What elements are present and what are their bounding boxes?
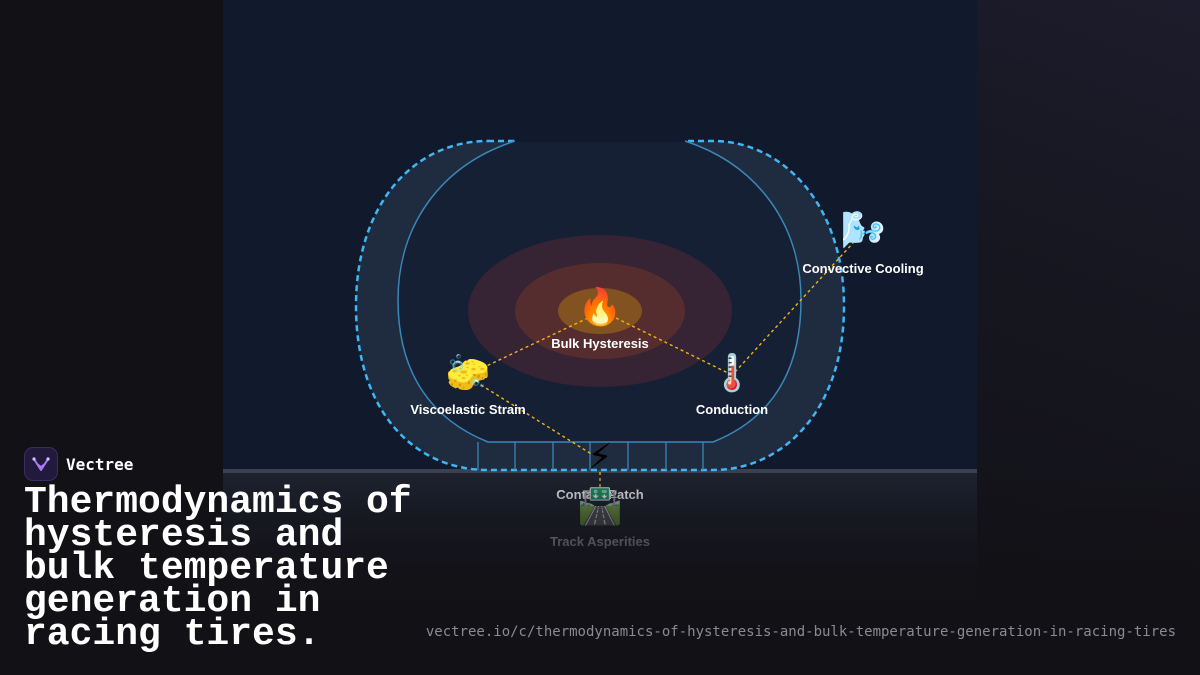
heat-zone-core bbox=[558, 288, 642, 334]
edge-bulk-strain bbox=[477, 317, 589, 371]
lightning-icon: ⚡ bbox=[587, 437, 613, 478]
node-label-bulk-hysteresis: Bulk Hysteresis bbox=[551, 336, 649, 351]
node-label-conduction: Conduction bbox=[695, 402, 769, 417]
edge-bulk-conduction bbox=[615, 317, 729, 374]
sponge-icon: 🧽 bbox=[445, 353, 491, 394]
thermometer-icon: 🌡️ bbox=[709, 353, 755, 394]
wind-icon: 🌬️ bbox=[840, 210, 886, 251]
brand-name: Vectree bbox=[66, 454, 134, 474]
node-label-track-asperities: Track Asperities bbox=[550, 534, 650, 549]
fire-icon: 🔥 bbox=[577, 287, 623, 328]
tire-diagram: 🔥 Bulk Hysteresis 🧽 Viscoelastic Strain … bbox=[223, 0, 977, 675]
connectors bbox=[477, 242, 854, 492]
page-url: vectree.io/c/thermodynamics-of-hysteresi… bbox=[425, 624, 1176, 640]
edge-strain-contact bbox=[480, 384, 594, 456]
brand: Vectree bbox=[24, 447, 133, 481]
page-title: Thermodynamics of hysteresis and bulk te… bbox=[24, 481, 412, 656]
vectree-logo-icon bbox=[24, 447, 58, 481]
node-label-convective-cooling: Convective Cooling bbox=[802, 261, 924, 276]
edge-conduction-cooling bbox=[734, 242, 854, 373]
node-label-viscoelastic-strain: Viscoelastic Strain bbox=[410, 402, 526, 417]
road-icon: 🛣️ bbox=[577, 486, 623, 527]
rim-gap bbox=[515, 138, 685, 142]
tread-blocks bbox=[477, 442, 704, 470]
